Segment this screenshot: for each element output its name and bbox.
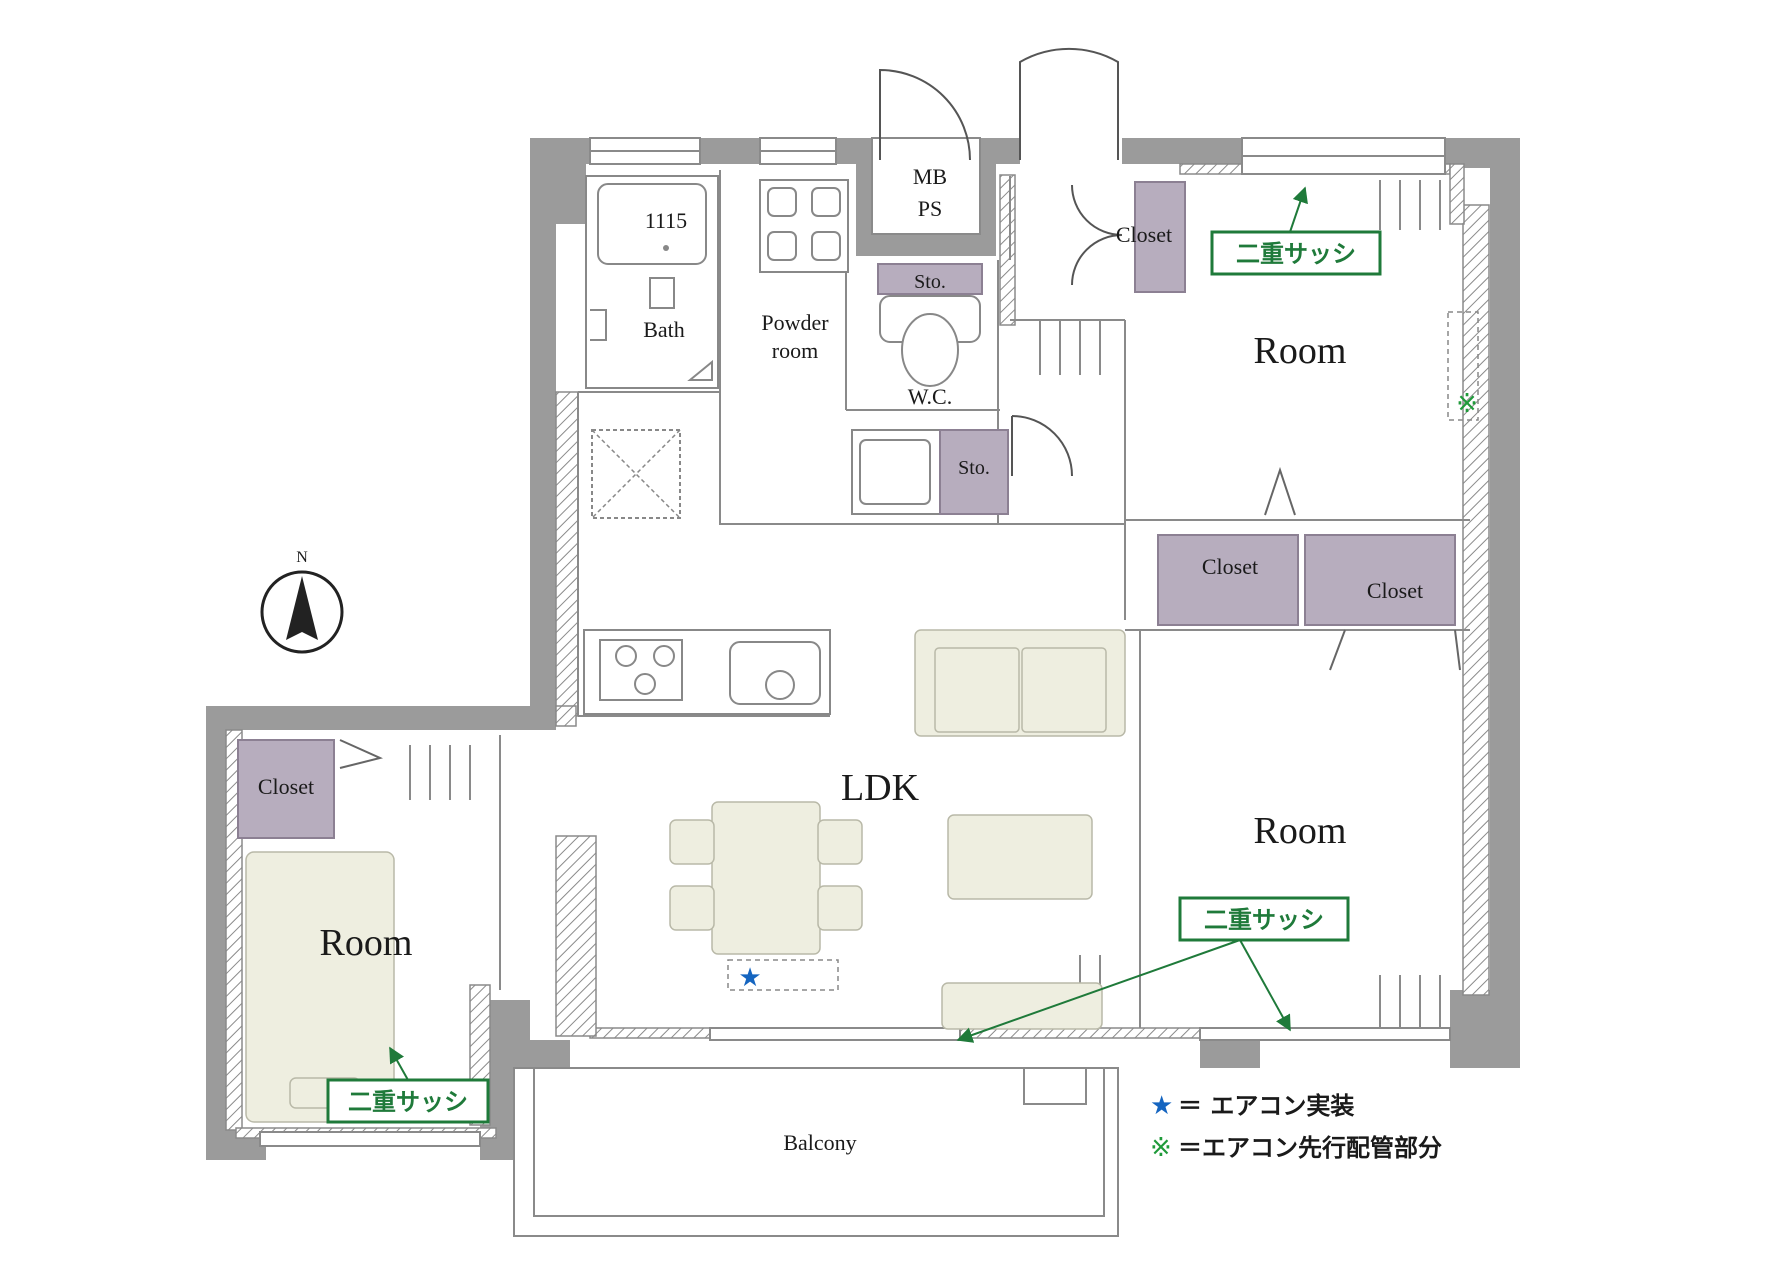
interior-walls — [499, 170, 1470, 1028]
closet-label-mid-right: Closet — [1367, 578, 1423, 603]
balcony-area — [513, 1067, 1119, 1237]
closets — [237, 181, 1461, 839]
ps-label: PS — [918, 196, 942, 221]
washer — [759, 179, 849, 273]
double-sash-tag-ne: 二重サッシ — [1210, 186, 1382, 276]
legend-ref-symbol: ※ — [1150, 1133, 1172, 1163]
legend: ★ ＝ エアコン実装 ※ ＝エアコン先行配管部分 — [1150, 1091, 1442, 1163]
legend-star-symbol: ★ — [1150, 1091, 1173, 1121]
double-sash-text-ne: 二重サッシ — [1236, 240, 1356, 268]
room-label-e: Room — [1254, 810, 1347, 852]
toilet — [877, 263, 983, 387]
ac-pipe-marker: ※ — [1456, 389, 1478, 419]
room-label-ne: Room — [1254, 330, 1347, 372]
room-label-w: Room — [320, 922, 413, 964]
wc-label: W.C. — [908, 384, 952, 409]
mb-label: MB — [913, 164, 947, 189]
powder-room-label-2: room — [772, 338, 818, 363]
compass-north-label: N — [296, 549, 308, 566]
double-sash-text-w: 二重サッシ — [348, 1088, 468, 1116]
sto-hall-label: Sto. — [958, 457, 990, 479]
legend-star-text: ＝ エアコン実装 — [1178, 1092, 1354, 1120]
ac-star-marker: ★ — [738, 963, 761, 993]
north-compass-icon: N — [260, 549, 344, 654]
vanity — [851, 429, 1009, 515]
double-sash-tag-se: 二重サッシ — [956, 896, 1350, 1043]
closet-label-west: Closet — [258, 774, 314, 799]
bath-label: Bath — [643, 317, 685, 342]
balcony-label: Balcony — [783, 1130, 856, 1155]
doors — [879, 47, 1123, 477]
sto-wc-label: Sto. — [914, 271, 946, 293]
fridge-space — [591, 429, 681, 519]
kitchen-counter — [583, 629, 831, 715]
mb-ps-shaft — [871, 137, 981, 235]
powder-room-label-1: Powder — [761, 310, 829, 335]
bath-unit — [585, 175, 719, 389]
closet-label-north: Closet — [1116, 222, 1172, 247]
bath-code: 1115 — [645, 208, 687, 233]
double-sash-tag-w: 二重サッシ — [326, 1046, 490, 1124]
hatched-walls — [225, 163, 1490, 1139]
closet-label-mid-left: Closet — [1202, 554, 1258, 579]
windows — [259, 137, 1451, 1147]
legend-ref-text: ＝エアコン先行配管部分 — [1178, 1134, 1442, 1162]
room-label-ldk: LDK — [841, 767, 920, 809]
sash-lines — [409, 180, 1441, 1028]
double-sash-text-se: 二重サッシ — [1204, 906, 1324, 934]
outer-walls — [206, 138, 1520, 1160]
furniture — [245, 311, 1479, 1123]
